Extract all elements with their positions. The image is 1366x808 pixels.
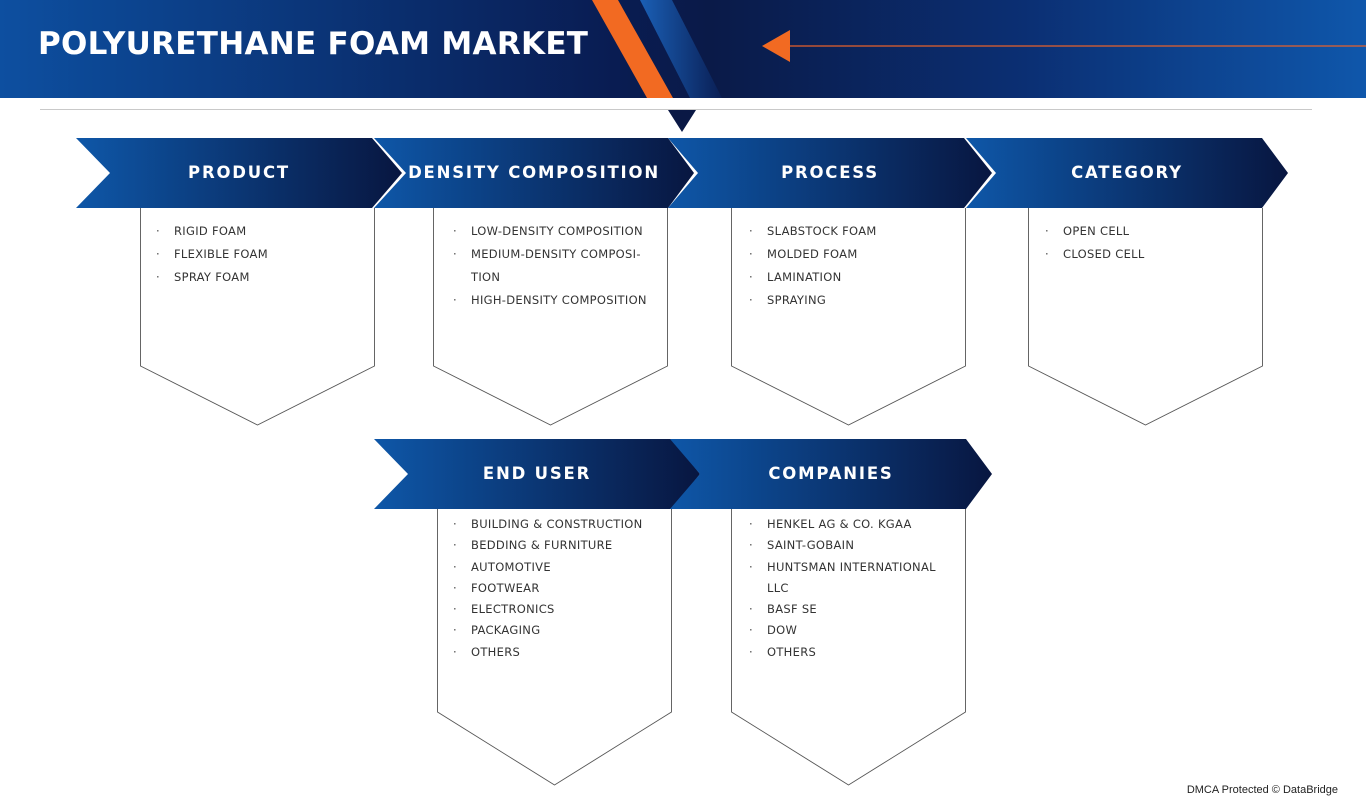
segment-panel-companies: HENKEL AG & CO. KGAA SAINT-GOBAIN HUNTSM…	[731, 509, 967, 789]
segment-header-density-composition: DENSITY COMPOSITION	[374, 138, 694, 208]
banner-stripe-orange	[592, 0, 673, 98]
banner-stripe-blue	[640, 0, 722, 98]
segment-panel-category: OPEN CELL CLOSED CELL	[1028, 208, 1264, 428]
banner-graphic	[0, 0, 1366, 98]
list-item: AUTOMOTIVE	[453, 557, 665, 579]
list-item: ELECTRONICS	[453, 599, 665, 621]
segment-panel-density-composition: LOW-DENSITY COMPOSITION MEDIUM-DENSITY C…	[433, 208, 669, 428]
segment-header-end-user: END USER	[374, 439, 700, 509]
list-item: HUNTSMAN INTERNATIONAL LLC	[749, 557, 945, 600]
list-item: BASF SE	[749, 599, 945, 621]
list-item: PACKAGING	[453, 620, 665, 642]
page-title: POLYURETHANE FOAM MARKET	[38, 26, 589, 62]
segment-header-category: CATEGORY	[966, 138, 1288, 208]
segment-header-process: PROCESS	[668, 138, 992, 208]
list-item: SPRAY FOAM	[156, 266, 366, 289]
divider-line	[40, 109, 1312, 110]
list-item: LOW-DENSITY COMPOSITION	[453, 220, 649, 243]
arrow-left-icon	[762, 30, 790, 62]
list-item: SPRAYING	[749, 289, 957, 312]
title-banner: POLYURETHANE FOAM MARKET	[0, 0, 1366, 98]
list-item: DOW	[749, 620, 945, 642]
segment-header-product: PRODUCT	[76, 138, 402, 208]
dmca-footer: DMCA Protected © DataBridge	[1186, 784, 1338, 796]
list-item: SAINT-GOBAIN	[749, 535, 945, 557]
list-item: OTHERS	[453, 642, 665, 664]
list-item: HENKEL AG & CO. KGAA	[749, 514, 945, 536]
list-item: CLOSED CELL	[1045, 243, 1255, 266]
segment-title: PROCESS	[781, 163, 879, 182]
segment-panel-end-user: BUILDING & CONSTRUCTION BEDDING & FURNIT…	[437, 509, 673, 789]
list-item: BUILDING & CONSTRUCTION	[453, 514, 665, 536]
segment-title: END USER	[482, 464, 592, 483]
list-item: MOLDED FOAM	[749, 243, 957, 266]
segment-title: COMPANIES	[768, 464, 894, 483]
down-pointer-icon	[668, 110, 696, 132]
list-item: OTHERS	[749, 642, 945, 664]
segment-header-companies: COMPANIES	[670, 439, 992, 509]
list-item: BEDDING & FURNITURE	[453, 535, 665, 557]
list-item: SLABSTOCK FOAM	[749, 220, 957, 243]
segment-title: CATEGORY	[1071, 163, 1183, 182]
list-item: MEDIUM-DENSITY COMPOSI-TION	[453, 243, 649, 289]
list-item: OPEN CELL	[1045, 220, 1255, 243]
segment-title: DENSITY COMPOSITION	[408, 163, 660, 182]
list-item: RIGID FOAM	[156, 220, 366, 243]
list-item: HIGH-DENSITY COMPOSITION	[453, 289, 649, 312]
segment-title: PRODUCT	[188, 163, 290, 182]
segment-panel-process: SLABSTOCK FOAM MOLDED FOAM LAMINATION SP…	[731, 208, 967, 428]
list-item: FLEXIBLE FOAM	[156, 243, 366, 266]
segment-panel-product: RIGID FOAM FLEXIBLE FOAM SPRAY FOAM	[140, 208, 376, 428]
list-item: LAMINATION	[749, 266, 957, 289]
list-item: FOOTWEAR	[453, 578, 665, 600]
